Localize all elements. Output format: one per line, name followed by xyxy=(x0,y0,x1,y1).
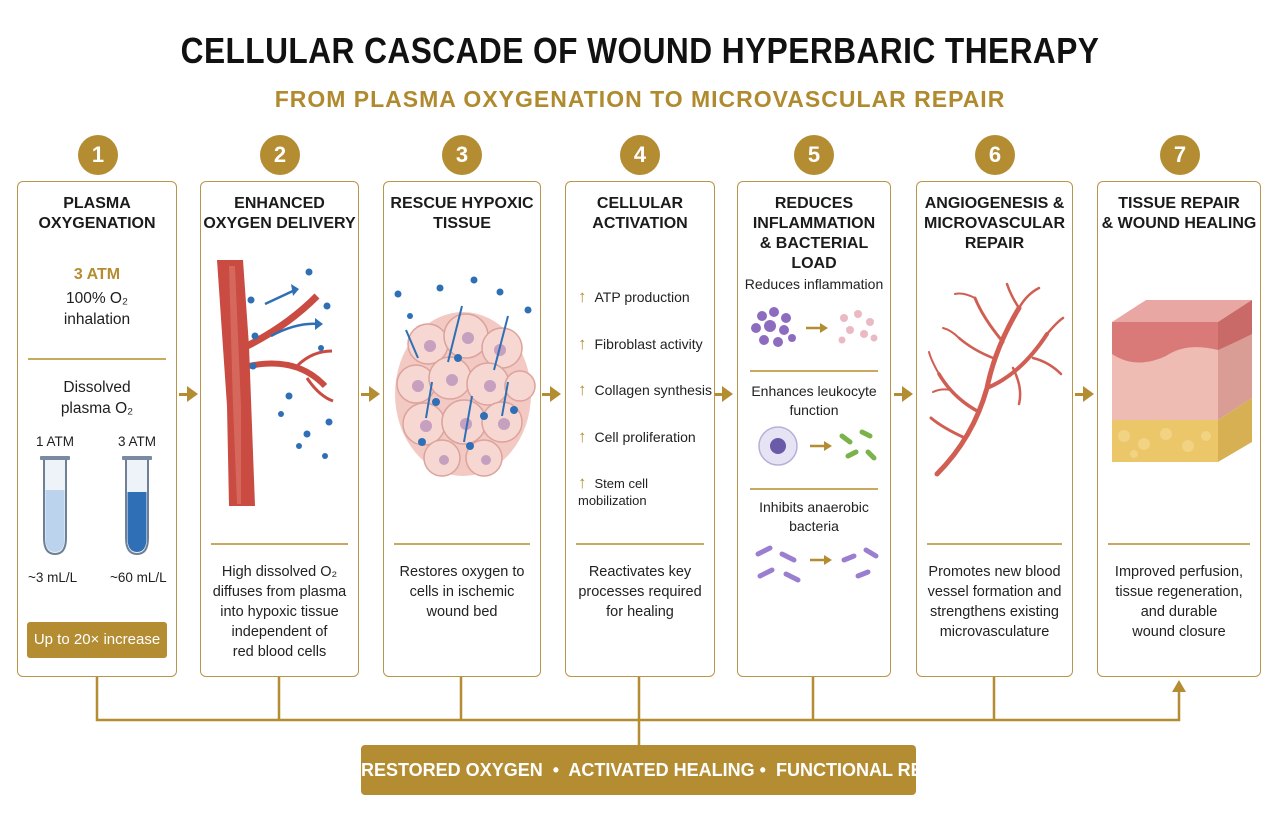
up-arrow-icon: ↑ xyxy=(578,334,587,353)
step-number-5: 5 xyxy=(794,135,834,175)
step-4-title: CELLULAR ACTIVATION xyxy=(592,195,688,232)
step-card-5: REDUCES INFLAMMATION & BACTERIAL LOAD Re… xyxy=(737,181,891,677)
divider xyxy=(750,370,878,372)
tube-right-value: ~60 mL/L xyxy=(110,570,167,585)
anaerobic-label: Inhibits anaerobic bacteria xyxy=(759,499,869,534)
step-card-7: TISSUE REPAIR & WOUND HEALING Improved p… xyxy=(1097,181,1261,677)
step-card-6: ANGIOGENESIS & MICROVASCULAR REPAIR Prom… xyxy=(916,181,1073,677)
angiogenesis-vessels-icon xyxy=(928,282,1065,477)
tube-left-label: 1 ATM xyxy=(36,434,75,449)
arrow-1-2 xyxy=(179,386,198,402)
step-3-description: Restores oxygen to cells in ischemic wou… xyxy=(399,564,525,620)
up-arrow-icon: ↑ xyxy=(578,427,587,446)
inflammation-label: Reduces inflammation xyxy=(744,276,884,292)
divider xyxy=(927,543,1062,545)
step-card-1: PLASMA OXYGENATION 3 ATM 100% O₂ inhalat… xyxy=(17,181,177,677)
outcome-banner: RESTORED OXYGEN • ACTIVATED HEALING • FU… xyxy=(361,745,998,795)
divider xyxy=(28,358,166,360)
step-card-2: ENHANCED OXYGEN DELIVERY High dissolved … xyxy=(200,181,359,677)
page-title: CELLULAR CASCADE OF WOUND HYPERBARIC THE… xyxy=(180,30,1100,71)
pressure-label: 3 ATM xyxy=(73,266,121,283)
step-2-description: High dissolved O₂ diffuses from plasma i… xyxy=(212,564,347,660)
step-1-title: PLASMA OXYGENATION xyxy=(38,195,156,232)
page-subtitle: FROM PLASMA OXYGENATION TO MICROVASCULAR… xyxy=(274,86,1006,112)
up-arrow-icon: ↑ xyxy=(578,473,587,492)
step-card-3: RESCUE HYPOXIC TISSUE Restores oxy xyxy=(383,181,541,677)
divider xyxy=(576,543,704,545)
step-number-7: 7 xyxy=(1160,135,1200,175)
activation-item: ↑Fibroblast activity xyxy=(578,334,703,353)
arrow-6-7 xyxy=(1075,386,1094,402)
step-7-description: Improved perfusion, tissue regeneration,… xyxy=(1114,564,1244,640)
hypoxic-tissue-cells-icon xyxy=(394,276,536,477)
divider xyxy=(750,488,878,490)
up-arrow-icon: ↑ xyxy=(578,287,587,306)
step-number-6: 6 xyxy=(975,135,1015,175)
step-number-3: 3 xyxy=(442,135,482,175)
step-6-description: Promotes new blood vessel formation and … xyxy=(927,564,1062,640)
activation-item: ↑Stem cell mobilization xyxy=(578,473,648,508)
up-arrow-icon: ↑ xyxy=(578,380,587,399)
arrow-5-6 xyxy=(894,386,913,402)
step-4-description: Reactivates key processes required for h… xyxy=(578,564,702,620)
test-tubes-icon xyxy=(40,456,152,556)
inflammation-reduction-icon xyxy=(751,307,878,347)
anaerobic-bacteria-icon xyxy=(755,545,879,583)
activation-item: ↑ATP production xyxy=(578,287,690,306)
inhalation-text: 100% O₂ inhalation xyxy=(63,290,131,328)
step-number-2: 2 xyxy=(260,135,300,175)
increase-badge: Up to 20× increase xyxy=(27,622,167,658)
step-2-title: ENHANCED OXYGEN DELIVERY xyxy=(203,195,356,232)
step-card-4: CELLULAR ACTIVATION ↑ATP production ↑Fib… xyxy=(565,181,715,677)
skin-layers-icon xyxy=(1112,300,1252,462)
arrow-3-4 xyxy=(542,386,561,402)
step-number-4: 4 xyxy=(620,135,660,175)
arrow-2-3 xyxy=(361,386,380,402)
divider xyxy=(394,543,530,545)
step-6-title: ANGIOGENESIS & MICROVASCULAR REPAIR xyxy=(923,195,1066,252)
arrow-4-5 xyxy=(714,386,733,402)
step-5-title: REDUCES INFLAMMATION & BACTERIAL LOAD xyxy=(752,195,876,272)
leukocyte-label: Enhances leukocyte function xyxy=(751,383,877,418)
activation-item: ↑Cell proliferation xyxy=(578,427,696,446)
dissolved-text: Dissolved plasma O₂ xyxy=(60,379,134,417)
step-7-title: TISSUE REPAIR & WOUND HEALING xyxy=(1101,195,1257,232)
divider xyxy=(1108,543,1250,545)
leukocyte-bacteria-icon xyxy=(758,426,877,466)
activation-item: ↑Collagen synthesis xyxy=(578,380,713,399)
step-number-1: 1 xyxy=(78,135,118,175)
tube-left-value: ~3 mL/L xyxy=(28,570,78,585)
tube-right-label: 3 ATM xyxy=(118,434,157,449)
divider xyxy=(211,543,348,545)
blood-vessel-icon xyxy=(217,260,334,506)
step-3-title: RESCUE HYPOXIC TISSUE xyxy=(390,195,534,232)
